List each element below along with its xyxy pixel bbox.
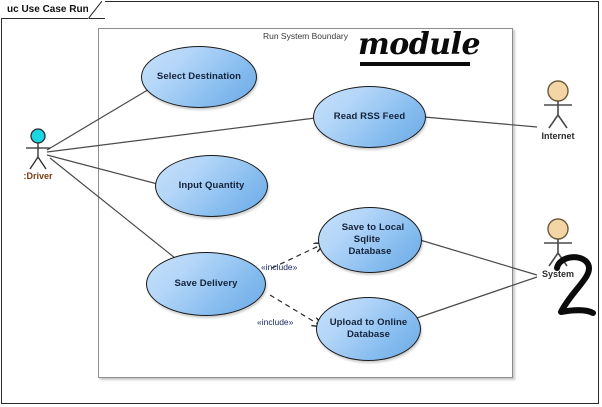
usecase-select-destination[interactable]: Select Destination [141, 46, 257, 108]
actor-label: :Driver [23, 171, 53, 181]
diagram-tab-label: uc Use Case Run [1, 1, 105, 19]
annotation-module-text: module [358, 27, 481, 62]
actor-driver[interactable]: :Driver [11, 128, 65, 181]
assoc-driver-input-quantity [46, 154, 166, 187]
actor-system[interactable]: System [531, 218, 585, 279]
usecase-label: Select Destination [156, 71, 242, 82]
actor-figure-icon [544, 80, 572, 129]
annotation-module-underline [360, 62, 470, 66]
system-boundary-box [98, 28, 513, 378]
usecase-label: Read RSS Feed [333, 111, 406, 122]
annotation-two-handwritten [554, 254, 596, 316]
usecase-label-line2: Database [346, 329, 391, 340]
assoc-driver-read-rss [46, 116, 324, 153]
include-label-sqlite: «include» [261, 262, 298, 272]
usecase-upload-to-online-database[interactable]: Upload to Online Database [316, 297, 421, 361]
usecase-label-multiline: Upload to Online Database [318, 317, 420, 341]
actor-label: Internet [541, 131, 575, 141]
usecase-label: Input Quantity [178, 180, 245, 191]
usecase-input-quantity[interactable]: Input Quantity [155, 155, 268, 217]
assoc-read-rss-internet [423, 116, 538, 128]
assoc-upload-system [416, 276, 538, 319]
usecase-label-line1: Upload to Online [329, 317, 408, 328]
include-arrow-upload [269, 294, 323, 327]
actor-figure-icon [544, 218, 572, 267]
include-label-upload: «include» [257, 317, 294, 327]
usecase-label: Save Delivery [174, 278, 238, 289]
usecase-label-multiline: Save to Local Sqlite Database [319, 222, 421, 258]
assoc-driver-save-delivery [49, 157, 196, 275]
actor-internet[interactable]: Internet [531, 80, 585, 141]
actor-label: System [541, 269, 575, 279]
usecase-save-to-local-sqlite-database[interactable]: Save to Local Sqlite Database [318, 207, 422, 273]
usecase-label-line1: Save to Local Sqlite [341, 222, 405, 245]
include-arrow-sqlite [271, 243, 325, 269]
usecase-save-delivery[interactable]: Save Delivery [146, 252, 266, 316]
usecase-label-line2: Database [348, 246, 392, 257]
usecase-read-rss-feed[interactable]: Read RSS Feed [313, 86, 426, 148]
assoc-driver-select-destination [46, 87, 152, 151]
assoc-sqlite-system [419, 239, 538, 276]
actor-figure-icon [26, 128, 50, 170]
diagram-tab-slant-icon [88, 1, 102, 19]
